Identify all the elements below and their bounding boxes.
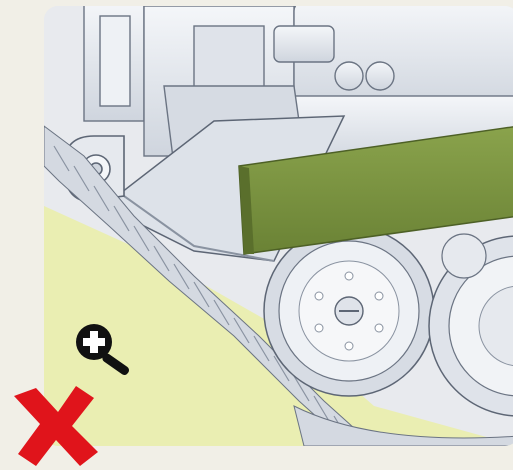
- return-roller: [442, 234, 486, 278]
- illustration-panel: [44, 6, 513, 446]
- sprocket-wheel: [264, 226, 434, 396]
- red-x-icon: [8, 378, 104, 470]
- zoom-in-magnifier-icon[interactable]: [70, 318, 142, 378]
- vehicle-illustration: [44, 6, 513, 446]
